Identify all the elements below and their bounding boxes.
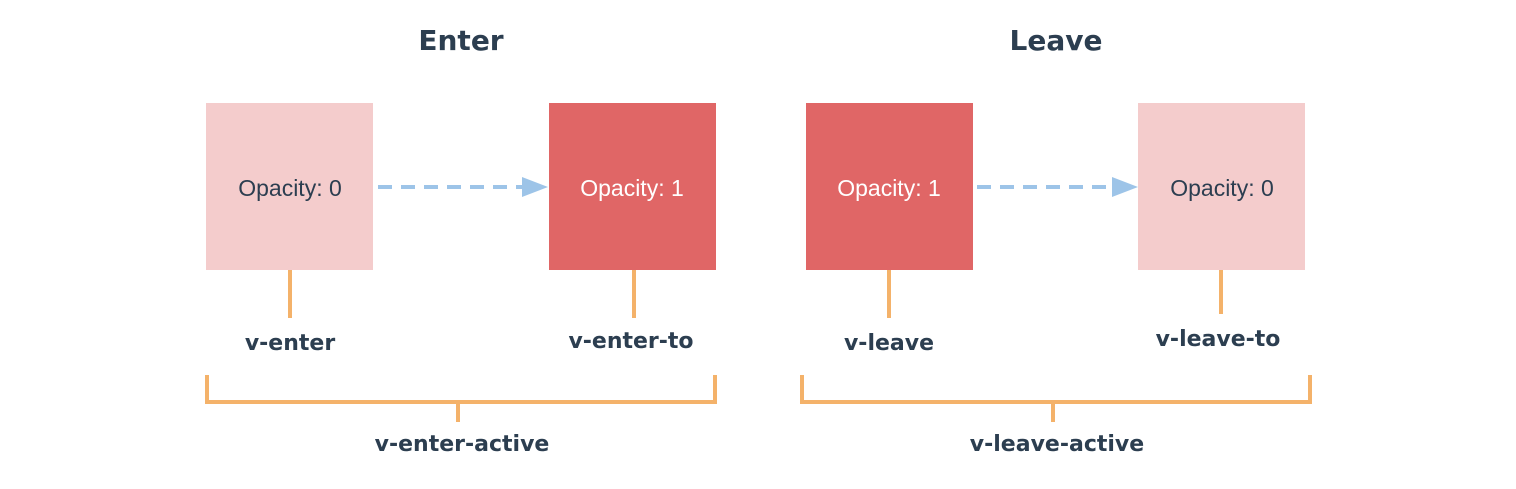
leave-arrow-head-icon xyxy=(1112,177,1138,197)
leave-from-box xyxy=(806,103,973,270)
leave-from-class-label: v-leave xyxy=(844,331,934,356)
leave-to-box-label: Opacity: 0 xyxy=(1170,175,1274,201)
leave-active-bracket xyxy=(800,375,1312,422)
enter-arrow-head-icon xyxy=(522,177,548,197)
enter-from-box-label: Opacity: 0 xyxy=(238,175,342,201)
leave-to-class-label: v-leave-to xyxy=(1156,327,1281,352)
leave-to-box xyxy=(1138,103,1305,270)
enter-from-box xyxy=(206,103,373,270)
leave-section: Leave Opacity: 1 Opacity: 0 v-leave v-le… xyxy=(800,24,1312,457)
enter-to-box xyxy=(549,103,716,270)
enter-from-class-label: v-enter xyxy=(245,331,335,356)
enter-active-class-label: v-enter-active xyxy=(375,432,550,457)
enter-active-bracket xyxy=(205,375,717,422)
enter-to-box-label: Opacity: 1 xyxy=(580,175,684,201)
leave-from-box-label: Opacity: 1 xyxy=(837,175,941,201)
enter-section: Enter Opacity: 0 Opacity: 1 v-enter v-en… xyxy=(205,24,717,457)
enter-title: Enter xyxy=(418,24,503,57)
enter-to-class-label: v-enter-to xyxy=(568,329,693,354)
leave-active-class-label: v-leave-active xyxy=(970,432,1144,457)
leave-title: Leave xyxy=(1010,24,1103,57)
